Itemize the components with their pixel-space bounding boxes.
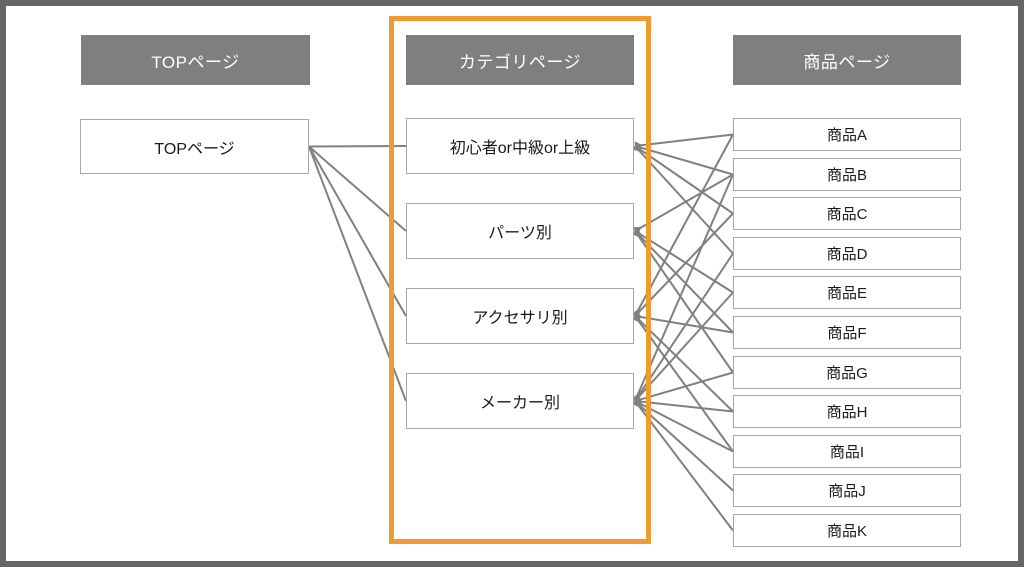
column-header-top: TOPページ xyxy=(81,35,310,85)
node-label: 商品K xyxy=(826,523,867,540)
node-label: 商品F xyxy=(827,325,867,342)
node-product-3[interactable]: 商品C xyxy=(733,197,961,230)
node-label: 商品I xyxy=(829,444,865,461)
node-category-4[interactable]: メーカー別 xyxy=(406,373,634,429)
column-header-category: カテゴリページ xyxy=(406,35,634,85)
node-label: パーツ別 xyxy=(488,225,552,242)
node-label: TOPページ xyxy=(154,140,235,158)
node-category-3[interactable]: アクセサリ別 xyxy=(406,288,634,344)
node-label: アクセサリ別 xyxy=(472,310,568,327)
column-header-product: 商品ページ xyxy=(733,35,961,85)
node-label: 商品J xyxy=(828,483,866,500)
node-label: 商品B xyxy=(826,167,867,184)
node-product-2[interactable]: 商品B xyxy=(733,158,961,191)
node-top-page[interactable]: TOPページ xyxy=(80,119,309,174)
node-category-2[interactable]: パーツ別 xyxy=(406,203,634,259)
category-column-highlight-frame xyxy=(389,16,651,544)
node-product-11[interactable]: 商品K xyxy=(733,514,961,547)
node-product-6[interactable]: 商品F xyxy=(733,316,961,349)
node-product-9[interactable]: 商品I xyxy=(733,435,961,468)
node-label: 商品C xyxy=(826,206,868,223)
node-label: 商品E xyxy=(826,285,867,302)
node-label: 商品D xyxy=(826,246,868,263)
node-product-5[interactable]: 商品E xyxy=(733,276,961,309)
node-product-1[interactable]: 商品A xyxy=(733,118,961,151)
node-product-4[interactable]: 商品D xyxy=(733,237,961,270)
node-category-1[interactable]: 初心者or中級or上級 xyxy=(406,118,634,174)
diagram-canvas: TOPページ カテゴリページ 商品ページ TOPページ 初心者or中級or上級パ… xyxy=(6,6,1018,561)
node-product-10[interactable]: 商品J xyxy=(733,474,961,507)
node-product-7[interactable]: 商品G xyxy=(733,356,961,389)
node-label: 初心者or中級or上級 xyxy=(449,140,591,157)
node-product-8[interactable]: 商品H xyxy=(733,395,961,428)
node-label: 商品G xyxy=(826,365,868,382)
node-label: メーカー別 xyxy=(479,395,560,412)
node-label: 商品H xyxy=(826,404,868,421)
node-label: 商品A xyxy=(826,127,867,144)
